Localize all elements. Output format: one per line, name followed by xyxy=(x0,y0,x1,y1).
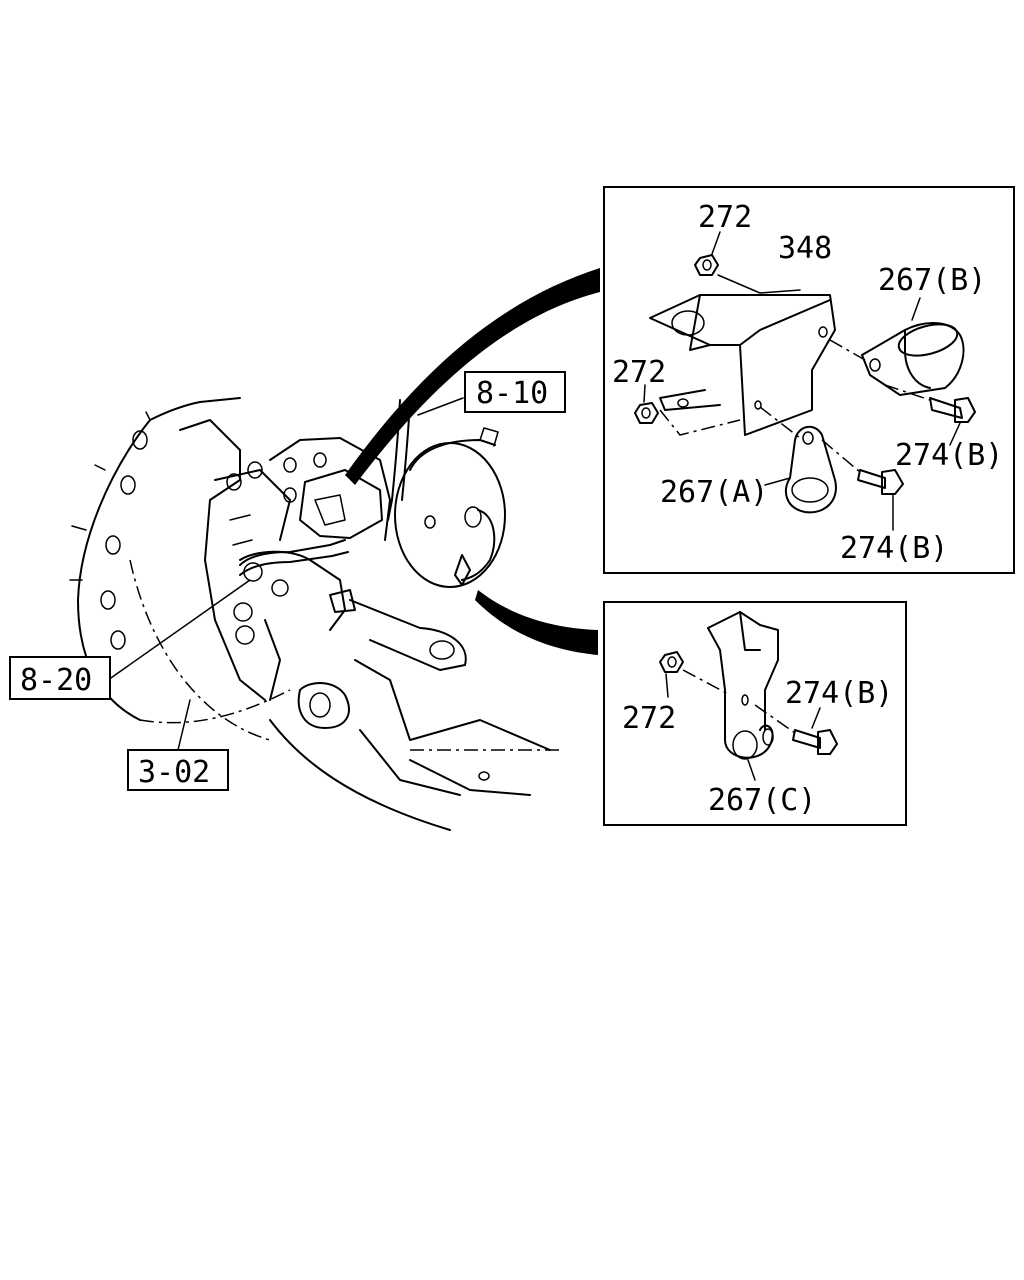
label-274b-bottom: 274(B) xyxy=(785,676,893,711)
label-267a: 267(A) xyxy=(660,475,768,510)
label-272-top: 272 xyxy=(698,200,752,235)
label-267c: 267(C) xyxy=(708,783,816,818)
leader-lines xyxy=(107,397,464,751)
label-272-left: 272 xyxy=(612,355,666,390)
ref-3-02-label: 3-02 xyxy=(138,755,210,790)
detail-wedge-bottom xyxy=(475,590,598,655)
detail-wedge-top xyxy=(345,268,600,485)
ref-8-10-label: 8-10 xyxy=(476,376,548,411)
label-274b-right: 274(B) xyxy=(895,438,1003,473)
ref-box-3-02 xyxy=(127,749,229,791)
ref-8-20-label: 8-20 xyxy=(20,663,92,698)
detail-box-top xyxy=(603,186,1015,574)
ref-box-8-20 xyxy=(9,656,111,700)
label-267b: 267(B) xyxy=(878,263,986,298)
label-272-bottom: 272 xyxy=(622,701,676,736)
axle-assembly-drawing xyxy=(69,397,560,831)
detail-box-bottom xyxy=(603,601,907,826)
label-274b-lower: 274(B) xyxy=(840,531,948,566)
label-348: 348 xyxy=(778,231,832,266)
ref-box-8-10 xyxy=(464,371,566,413)
